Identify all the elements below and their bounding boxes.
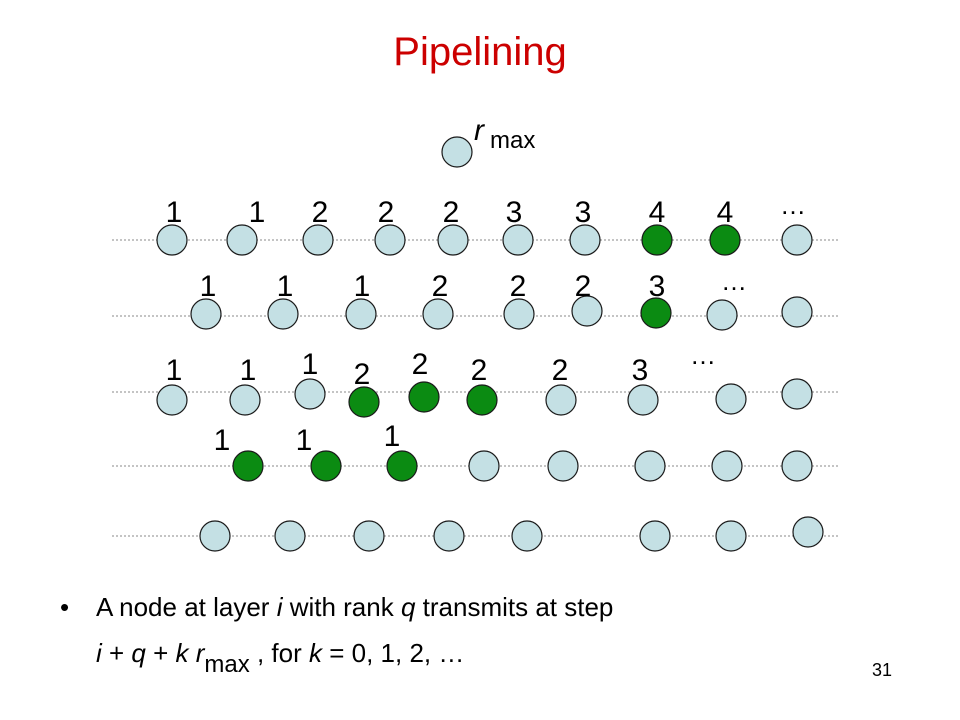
root-label-sub: max [490, 127, 535, 154]
layer-1: 1 1 2 2 2 3 3 4 4 … [156, 190, 813, 256]
rank-label: 2 [575, 270, 592, 303]
layer-5 [199, 516, 824, 552]
node [422, 298, 454, 330]
node [639, 520, 671, 552]
rank-label: 3 [632, 354, 649, 387]
rank-label: 4 [649, 196, 666, 229]
node [226, 224, 258, 256]
node [627, 384, 659, 416]
node [199, 520, 231, 552]
node [781, 450, 813, 482]
node [156, 384, 188, 416]
rank-label: 2 [471, 354, 488, 387]
layer-3: 1 1 1 2 2 2 2 3 … [156, 340, 813, 418]
node [502, 224, 534, 256]
node [353, 520, 385, 552]
node-active [348, 386, 380, 418]
rank-label: 1 [214, 424, 231, 457]
node [715, 383, 747, 415]
rank-label: 1 [277, 270, 294, 303]
node [437, 224, 469, 256]
node [503, 298, 535, 330]
node [706, 299, 738, 331]
rank-label: 1 [249, 196, 266, 229]
rank-label: 1 [296, 424, 313, 457]
node [569, 224, 601, 256]
rank-label: 2 [312, 196, 329, 229]
node [711, 450, 743, 482]
node [156, 224, 188, 256]
node [781, 378, 813, 410]
root-node [441, 136, 473, 168]
node [781, 296, 813, 328]
node [294, 378, 326, 410]
slide-title: Pipelining [393, 30, 567, 74]
node [274, 520, 306, 552]
node [229, 384, 261, 416]
bullet-marker: • [60, 592, 70, 622]
node [468, 450, 500, 482]
node [345, 298, 377, 330]
bullet-line-1: A node at layer i with rank q transmits … [96, 592, 614, 622]
node-active [640, 297, 672, 329]
rank-label: 3 [575, 196, 592, 229]
rank-label: 1 [302, 348, 319, 381]
rank-label: 3 [649, 270, 666, 303]
node-active [232, 450, 264, 482]
root-label-r: r [474, 114, 485, 147]
node [267, 298, 299, 330]
node-active [466, 384, 498, 416]
rank-label: 2 [552, 354, 569, 387]
rank-label: 1 [200, 270, 217, 303]
node [547, 450, 579, 482]
rank-label: 2 [354, 358, 371, 391]
rank-label: 2 [510, 270, 527, 303]
rank-label: 2 [443, 196, 460, 229]
node-active [310, 450, 342, 482]
node-active [641, 224, 673, 256]
node-active [709, 224, 741, 256]
rank-label: 3 [506, 196, 523, 229]
layer-2: 1 1 1 2 2 2 3 … [190, 266, 813, 331]
node [433, 520, 465, 552]
node [545, 384, 577, 416]
node [634, 450, 666, 482]
node [715, 520, 747, 552]
node [511, 520, 543, 552]
rank-label: 2 [378, 196, 395, 229]
rank-label: 1 [354, 270, 371, 303]
node [190, 298, 222, 330]
node-active [386, 450, 418, 482]
node [302, 224, 334, 256]
node-active [408, 381, 440, 413]
rank-label: 1 [240, 354, 257, 387]
node [374, 224, 406, 256]
ellipsis: … [721, 266, 747, 296]
rank-label: 1 [166, 354, 183, 387]
rank-label: 1 [384, 420, 401, 453]
rank-label: 1 [166, 196, 183, 229]
ellipsis: … [690, 340, 716, 370]
node [792, 516, 824, 548]
rank-label: 2 [412, 348, 429, 381]
layer-4: 1 1 1 [214, 420, 813, 482]
ellipsis: … [780, 190, 806, 220]
rank-label: 2 [432, 270, 449, 303]
page-number: 31 [872, 660, 893, 680]
bullet-line-2: i + q + k rmax , for k = 0, 1, 2, … [96, 638, 465, 678]
node [571, 295, 603, 327]
rank-label: 4 [717, 196, 734, 229]
node [781, 224, 813, 256]
